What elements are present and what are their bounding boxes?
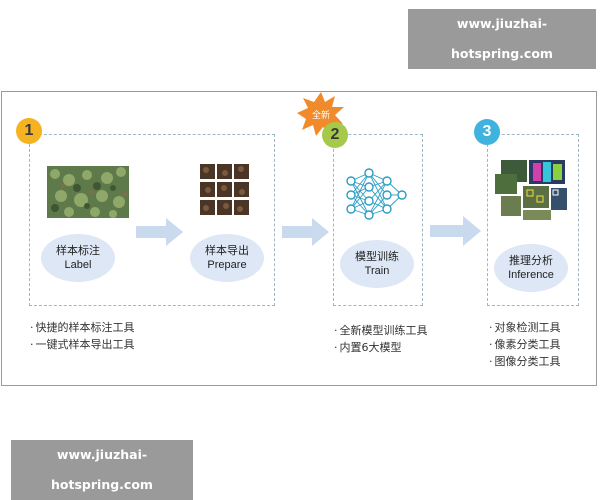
- list-item: 图像分类工具: [489, 353, 561, 370]
- node-prepare: 样本导出 Prepare: [190, 234, 264, 282]
- stage-2-features: 全新模型训练工具 内置6大模型: [334, 322, 428, 356]
- list-item: 内置6大模型: [334, 339, 428, 356]
- stage-3-box: [487, 134, 579, 306]
- stage-3-features: 对象检测工具 像素分类工具 图像分类工具: [489, 319, 561, 370]
- stage-1-features: 快捷的样本标注工具 一键式样本导出工具: [30, 319, 135, 353]
- list-item: 像素分类工具: [489, 336, 561, 353]
- list-item: 对象检测工具: [489, 319, 561, 336]
- watermark-top: www.jiuzhai-hotspring.com: [408, 9, 596, 69]
- list-item: 全新模型训练工具: [334, 322, 428, 339]
- watermark-bottom: www.jiuzhai-hotspring.com: [11, 440, 193, 500]
- node-inference-cn: 推理分析: [509, 254, 553, 267]
- arrow-right-icon: [136, 218, 183, 246]
- node-train: 模型训练 Train: [340, 240, 414, 288]
- stage-2-box: [333, 134, 423, 306]
- inference-results-thumbnail: [495, 160, 567, 220]
- step-number-1: 1: [16, 118, 42, 144]
- node-inference-en: Inference: [508, 269, 554, 281]
- sample-tiles-thumbnail: [200, 164, 249, 215]
- node-train-en: Train: [364, 265, 390, 277]
- arrow-right-icon: [430, 216, 481, 246]
- starburst-icon: 全新: [297, 92, 344, 136]
- step-number-2: 2: [322, 122, 348, 148]
- diagram-frame: [1, 91, 597, 386]
- arrow-right-icon: [282, 218, 329, 246]
- node-label: 样本标注 Label: [41, 234, 115, 282]
- aerial-image-thumbnail: [47, 166, 129, 218]
- stage-1-box: [29, 134, 275, 306]
- node-label-cn: 样本标注: [56, 244, 100, 257]
- list-item: 一键式样本导出工具: [30, 336, 135, 353]
- neural-network-icon: [346, 168, 407, 220]
- step-number-3: 3: [474, 119, 500, 145]
- node-train-cn: 模型训练: [355, 250, 399, 263]
- node-inference: 推理分析 Inference: [494, 244, 568, 292]
- list-item: 快捷的样本标注工具: [30, 319, 135, 336]
- node-prepare-cn: 样本导出: [205, 244, 249, 257]
- new-badge-text: 全新: [312, 109, 330, 121]
- node-label-en: Label: [64, 259, 92, 271]
- node-prepare-en: Prepare: [207, 259, 247, 271]
